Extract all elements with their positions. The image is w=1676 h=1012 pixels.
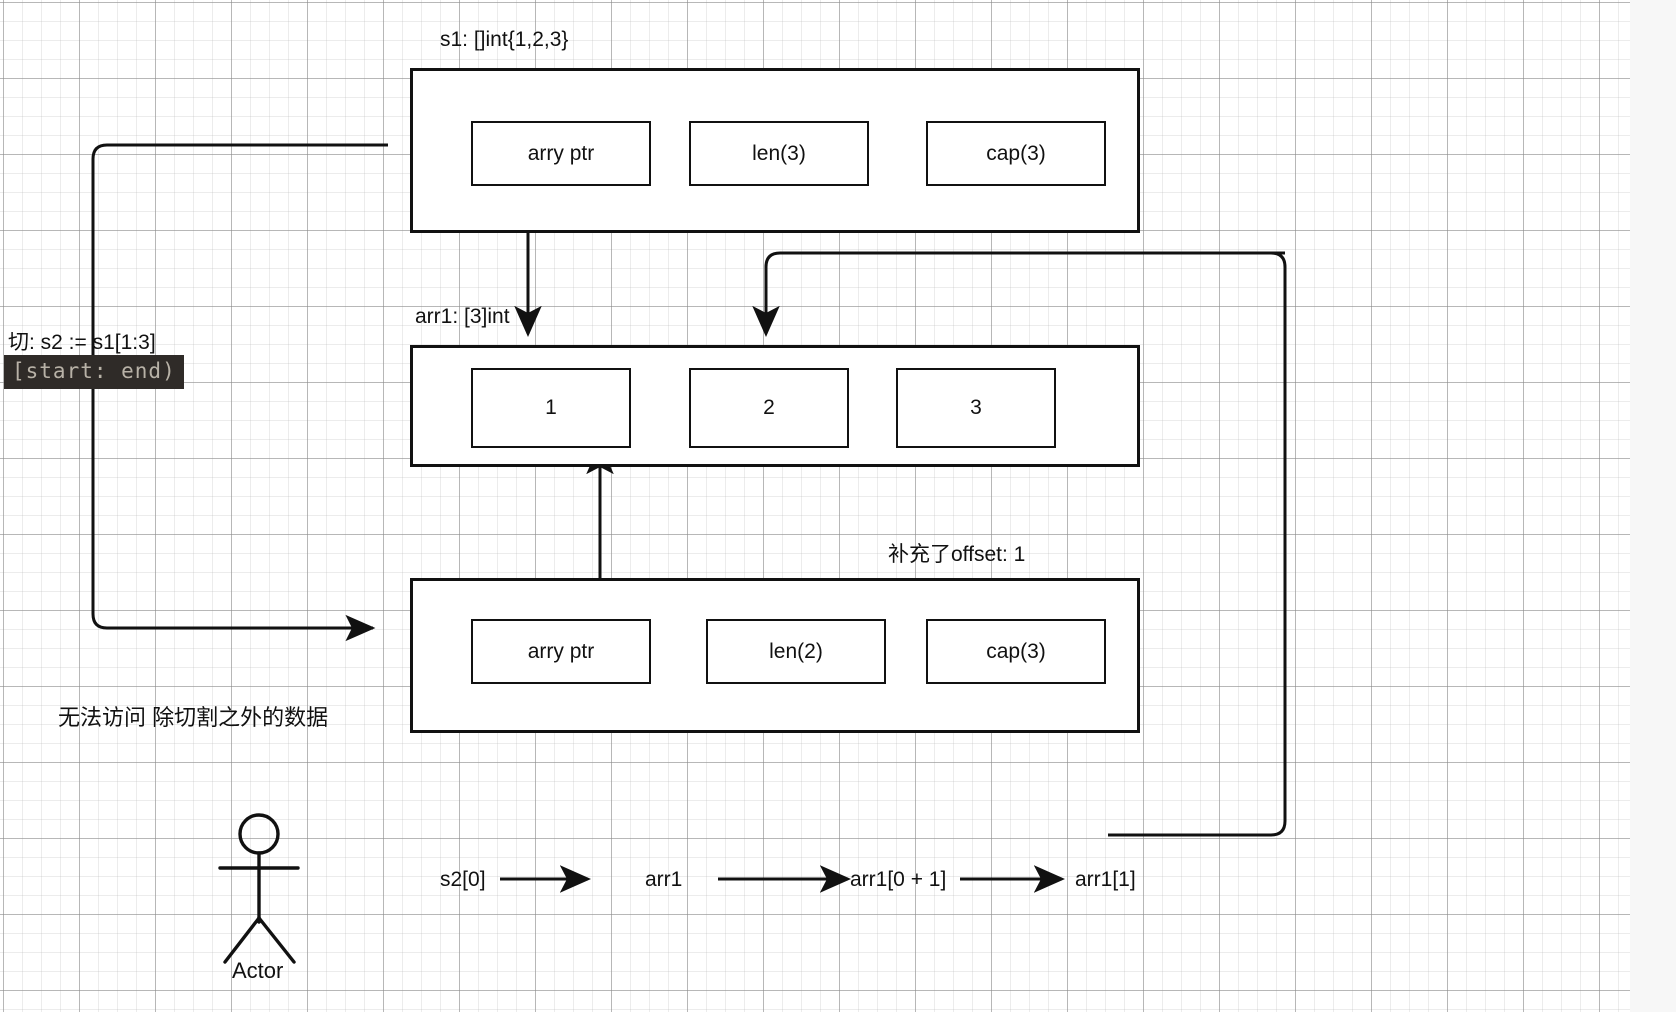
slice-range-code-highlight: [start: end) <box>4 355 184 389</box>
arr1-element-0[interactable]: 1 <box>471 368 631 448</box>
s2-field-cap[interactable]: cap(3) <box>926 619 1106 684</box>
s1-title: s1: []int{1,2,3} <box>440 28 569 51</box>
arr1-element-0-label: 1 <box>545 396 557 419</box>
arr1-element-2-label: 3 <box>970 396 982 419</box>
wire-right-gutter <box>1108 251 1287 837</box>
s1-field-arry-ptr[interactable]: arry ptr <box>471 121 651 186</box>
arr1-element-1[interactable]: 2 <box>689 368 849 448</box>
arr1-element-2[interactable]: 3 <box>896 368 1056 448</box>
canvas-right-padding <box>1630 0 1676 1012</box>
s2-field-len[interactable]: len(2) <box>706 619 886 684</box>
s1-header-box[interactable]: arry ptr len(3) cap(3) <box>410 68 1140 233</box>
s2-field-len-label: len(2) <box>769 639 823 663</box>
offset-note: 补充了offset: 1 <box>888 543 1026 566</box>
s1-field-arry-ptr-label: arry ptr <box>527 141 595 165</box>
wire-offset-to-arr1-elem2 <box>752 251 1285 338</box>
actor-stick-figure-icon <box>218 813 300 964</box>
s2-field-arry-ptr[interactable]: arry ptr <box>471 619 651 684</box>
diagram-canvas[interactable]: s1: []int{1,2,3} arry ptr len(3) cap(3) … <box>0 0 1630 1012</box>
s2-header-box[interactable]: arry ptr len(2) cap(3) <box>410 578 1140 733</box>
slice-expr-note: 切: s2 := s1[1:3] <box>8 331 156 354</box>
flow-step-1: arr1 <box>645 868 683 891</box>
flow-step-3: arr1[1] <box>1075 868 1136 891</box>
s1-field-cap-label: cap(3) <box>986 141 1046 165</box>
actor-caption: Actor <box>232 958 284 983</box>
arr1-array-box[interactable]: 1 2 3 <box>410 345 1140 467</box>
flow-step-0: s2[0] <box>440 868 486 891</box>
arr1-element-1-label: 2 <box>763 396 775 419</box>
s1-field-len-label: len(3) <box>752 141 806 165</box>
no-access-note: 无法访问 除切割之外的数据 <box>58 705 329 730</box>
s1-field-cap[interactable]: cap(3) <box>926 121 1106 186</box>
flow-step-2: arr1[0 + 1] <box>850 868 947 891</box>
s2-field-cap-label: cap(3) <box>986 639 1046 663</box>
s1-field-len[interactable]: len(3) <box>689 121 869 186</box>
s2-field-arry-ptr-label: arry ptr <box>527 639 595 663</box>
arr1-title: arr1: [3]int <box>415 305 510 328</box>
